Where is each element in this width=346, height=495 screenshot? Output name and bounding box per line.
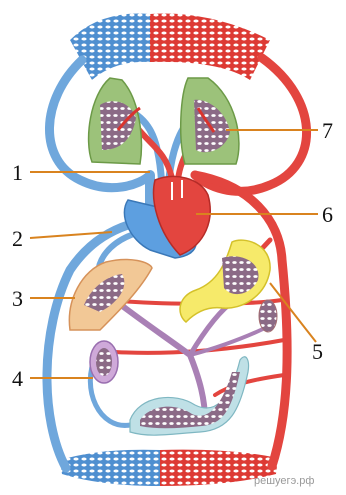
label-7: 7 xyxy=(322,118,333,143)
spleen xyxy=(259,300,277,332)
label-6: 6 xyxy=(322,202,333,227)
left-lung xyxy=(89,78,142,164)
lower-body-capillary-bed xyxy=(60,450,278,486)
upper-body-capillary-bed xyxy=(70,14,270,80)
intestine xyxy=(130,357,249,435)
right-lung xyxy=(181,78,239,164)
heart xyxy=(124,176,210,258)
label-5: 5 xyxy=(312,339,323,364)
watermark: решуегэ.рф xyxy=(254,475,314,487)
label-4: 4 xyxy=(12,366,23,391)
label-3: 3 xyxy=(12,286,23,311)
kidney xyxy=(90,341,118,383)
label-2: 2 xyxy=(12,226,23,251)
label-1: 1 xyxy=(12,160,23,185)
